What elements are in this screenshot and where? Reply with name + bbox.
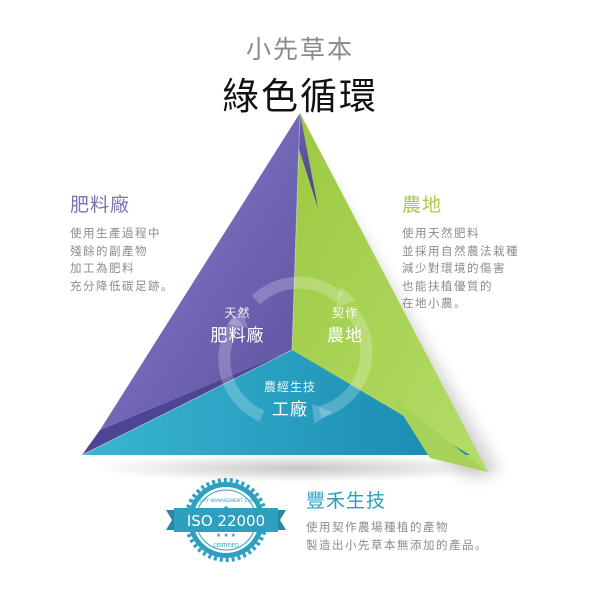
callout-heading: 肥料廠 bbox=[70, 194, 131, 216]
cycle-arrowheads bbox=[228, 286, 356, 424]
callout-farm: 農地 使用天然肥料 並採用自然農法栽種 減少對環境的傷害 也能扶植優質的 在地小… bbox=[402, 190, 519, 313]
inner-label-large: 肥料廠 bbox=[210, 326, 265, 346]
badge-arc-top: QUALITY MANAGEMENT SYSTEM bbox=[190, 498, 263, 504]
brand-name: 小先草本 bbox=[245, 35, 354, 64]
callout-line: 使用天然肥料 bbox=[402, 226, 480, 240]
callout-line: 在地小農。 bbox=[402, 296, 467, 310]
cycle-arrows bbox=[218, 276, 373, 422]
badge-ribbon bbox=[174, 508, 278, 532]
inner-label-large: 農地 bbox=[327, 326, 363, 346]
callout-line: 加工為肥料 bbox=[70, 261, 135, 275]
callout-body: 使用天然肥料 並採用自然農法栽種 減少對環境的傷害 也能扶植優質的 在地小農。 bbox=[402, 225, 519, 313]
badge-arc-bottom: CERTIFIED bbox=[213, 543, 239, 549]
callout-line: 並採用自然農法栽種 bbox=[402, 243, 519, 258]
segment-fertilizer-fold bbox=[296, 113, 318, 208]
callout-line: 使用生產過程中 bbox=[70, 226, 161, 240]
segment-farm-face bbox=[292, 113, 488, 472]
callout-line: 減少對環境的傷害 bbox=[402, 261, 506, 275]
inner-label-small: 天然 bbox=[224, 306, 251, 320]
inner-label-factory: 農經生技 工廠 bbox=[250, 378, 330, 420]
callout-fertilizer: 肥料廠 使用生產過程中 殘餘的副產物 加工為肥料 充分降低碳足跡。 bbox=[70, 190, 174, 295]
segment-farm-tip bbox=[392, 398, 488, 472]
inner-label-farm: 契作 農地 bbox=[310, 304, 380, 346]
callout-body: 使用契作農場種植的產物 製造出小先草本無添加的產品。 bbox=[306, 519, 488, 554]
callout-line: 殘餘的副產物 bbox=[70, 243, 148, 258]
page-title: 綠色循環 bbox=[222, 75, 378, 118]
callout-line: 使用契作農場種植的產物 bbox=[306, 520, 449, 534]
inner-label-large: 工廠 bbox=[272, 400, 308, 420]
callout-heading: 農地 bbox=[402, 194, 443, 216]
callout-line: 也能扶植優質的 bbox=[402, 278, 493, 293]
inner-label-fertilizer: 天然 肥料廠 bbox=[200, 304, 275, 346]
callout-line: 充分降低碳足跡。 bbox=[70, 278, 174, 293]
fold-line bbox=[81, 349, 293, 456]
callout-heading: 豐禾生技 bbox=[306, 490, 387, 512]
segment-factory-face bbox=[82, 350, 470, 455]
svg-text:★ ★ ★: ★ ★ ★ bbox=[216, 532, 236, 539]
inner-label-small: 契作 bbox=[331, 306, 358, 320]
callout-line: 製造出小先草本無添加的產品。 bbox=[306, 537, 488, 552]
callout-body: 使用生產過程中 殘餘的副產物 加工為肥料 充分降低碳足跡。 bbox=[70, 225, 174, 295]
segment-fertilizer-face bbox=[100, 113, 300, 430]
callout-factory: 豐禾生技 使用契作農場種植的產物 製造出小先草本無添加的產品。 bbox=[306, 486, 488, 554]
inner-label-small: 農經生技 bbox=[263, 380, 316, 394]
iso-badge: QUALITY MANAGEMENT SYSTEM ★ ★ ★ ★ CERTIF… bbox=[166, 478, 286, 562]
floor-shadow bbox=[90, 454, 510, 482]
fold-line bbox=[291, 112, 301, 351]
badge-label: ISO 22000 bbox=[187, 512, 265, 530]
